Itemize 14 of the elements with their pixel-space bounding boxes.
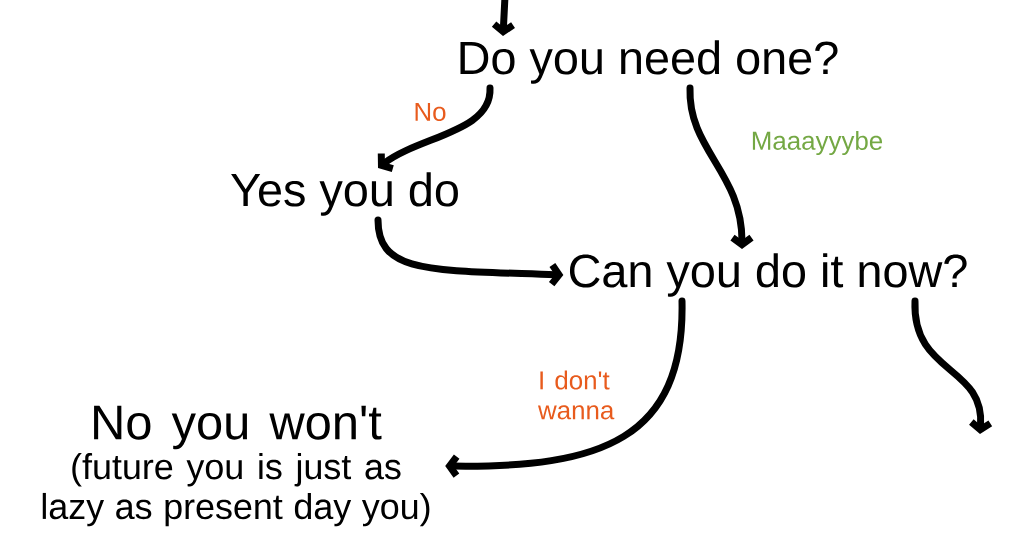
arrow <box>491 0 515 36</box>
edge-label: No <box>415 102 446 122</box>
edge-label: Maaayyybe <box>752 130 883 156</box>
answer-note: (future you is just as lazy as present day you) <box>42 453 430 527</box>
arrow <box>374 216 564 287</box>
arrow <box>445 297 686 478</box>
arrow <box>377 84 494 172</box>
arrow <box>686 84 754 249</box>
step-text: Yes you do <box>231 172 458 216</box>
edge-label: I don't wanna <box>537 370 615 420</box>
answer-heading: No you won't <box>94 405 382 450</box>
step-text: Do you need one? <box>460 40 838 84</box>
step-text: Can you do it now? <box>569 253 967 297</box>
arrow <box>911 297 993 434</box>
